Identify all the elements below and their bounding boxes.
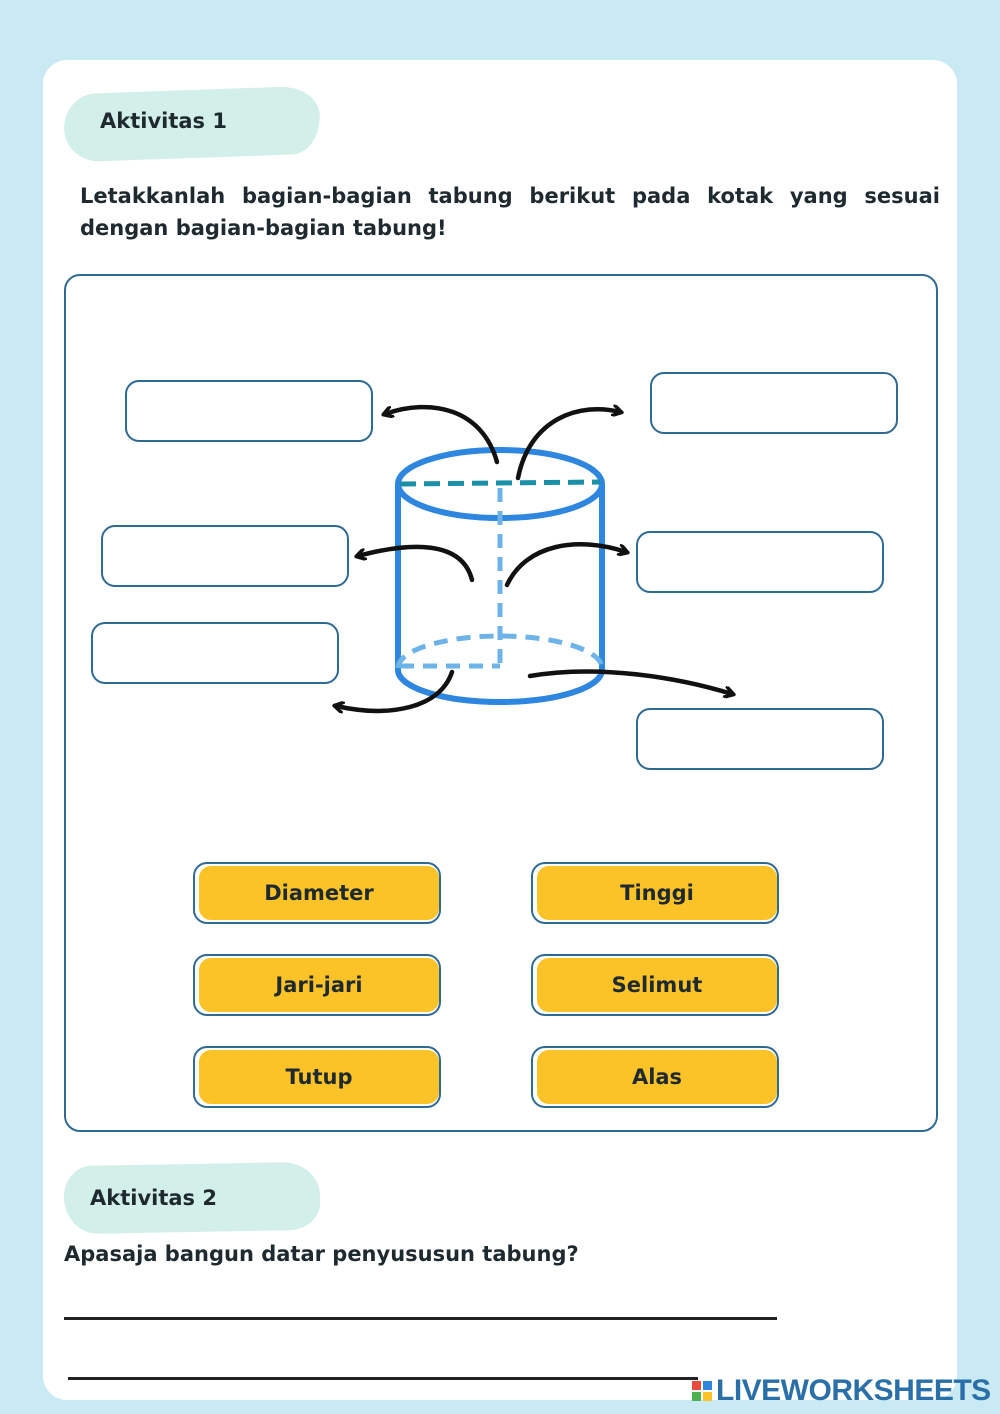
drop-box-middle-right[interactable]: [636, 531, 884, 593]
cylinder-shape: [395, 447, 605, 705]
word-card-selimut[interactable]: Selimut: [531, 954, 779, 1016]
answer-line-1[interactable]: [64, 1317, 777, 1320]
activity2-heading: Aktivitas 2: [90, 1186, 217, 1210]
activity1-heading: Aktivitas 1: [100, 109, 227, 133]
activity1-instruction: Letakkanlah bagian-bagian tabung berikut…: [80, 184, 940, 240]
logo-mark-icon: [692, 1381, 712, 1401]
logo-text: LIVEWORKSHEETS: [716, 1374, 991, 1407]
liveworksheets-logo: LIVEWORKSHEETS: [692, 1374, 991, 1408]
activity2-question: Apasaja bangun datar penyususun tabung?: [64, 1242, 579, 1266]
word-card-alas[interactable]: Alas: [531, 1046, 779, 1108]
activity1-frame: [64, 274, 938, 1132]
drop-box-lower-left[interactable]: [91, 622, 339, 684]
drop-box-top-right[interactable]: [650, 372, 898, 434]
word-card-label: Tinggi: [537, 866, 777, 920]
word-card-label: Diameter: [199, 866, 439, 920]
drop-box-middle-left[interactable]: [101, 525, 349, 587]
pointer-arrows: [336, 407, 732, 711]
word-card-jari-jari[interactable]: Jari-jari: [193, 954, 441, 1016]
word-card-label: Alas: [537, 1050, 777, 1104]
drop-box-top-left[interactable]: [125, 380, 373, 442]
word-card-label: Tutup: [199, 1050, 439, 1104]
drop-box-lower-right[interactable]: [636, 708, 884, 770]
word-card-label: Selimut: [537, 958, 777, 1012]
word-card-label: Jari-jari: [199, 958, 439, 1012]
word-card-diameter[interactable]: Diameter: [193, 862, 441, 924]
word-card-tutup[interactable]: Tutup: [193, 1046, 441, 1108]
word-card-tinggi[interactable]: Tinggi: [531, 862, 779, 924]
answer-line-2[interactable]: [68, 1377, 698, 1380]
